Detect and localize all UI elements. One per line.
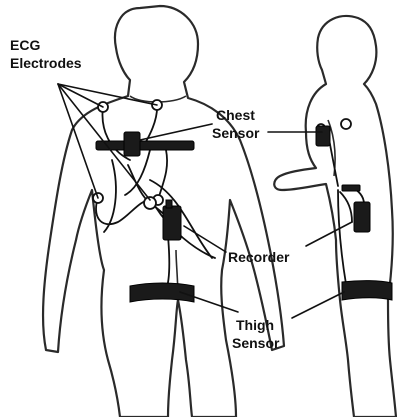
electrode xyxy=(341,119,351,129)
thigh-band-side xyxy=(342,281,392,300)
chest-sensor-device xyxy=(124,132,140,156)
side-figure xyxy=(274,16,396,417)
ecg-label-line2: Electrodes xyxy=(10,55,82,71)
recorder-label: Recorder xyxy=(228,249,290,265)
side-recorder xyxy=(354,202,370,232)
thigh-label-line1: Thigh xyxy=(236,317,274,333)
ecg-label-line1: ECG xyxy=(10,37,40,53)
recorder-device xyxy=(163,206,181,240)
recorder-clip xyxy=(166,200,172,208)
chest-label-line2: Sensor xyxy=(212,125,260,141)
side-chest-sensor xyxy=(316,126,330,146)
chest-label-line1: Chest xyxy=(216,107,255,123)
thigh-band-front xyxy=(130,283,194,302)
side-belt xyxy=(342,185,360,191)
chest-belt xyxy=(96,141,194,150)
thigh-label-line2: Sensor xyxy=(232,335,280,351)
